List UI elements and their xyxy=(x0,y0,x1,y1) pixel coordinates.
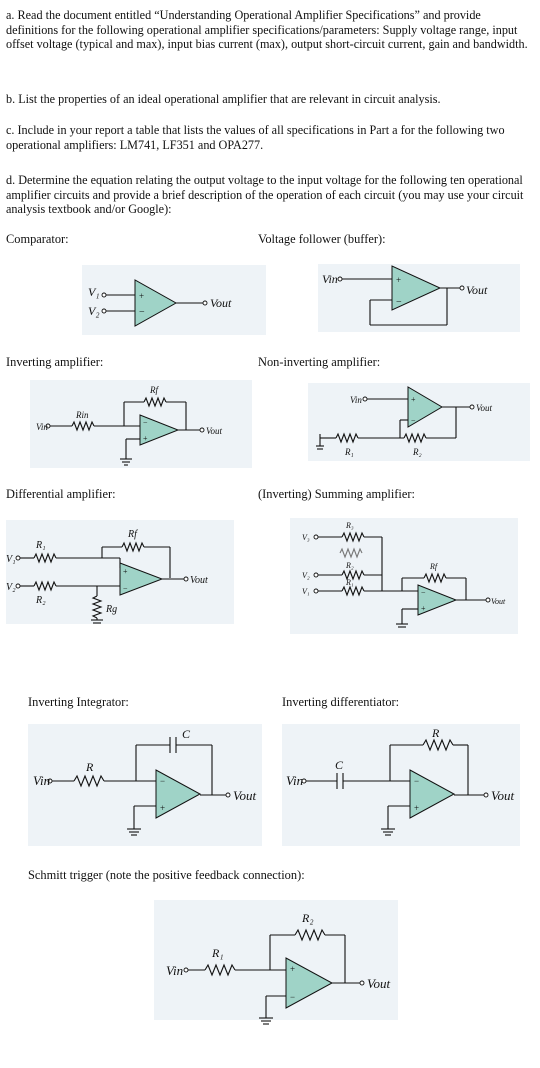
summing-v2-label: V₂ xyxy=(302,571,310,580)
inverting-rf-label: Rf xyxy=(149,385,159,395)
comparator-v1-label: V₁ xyxy=(88,285,100,299)
inverting-vin-label: Vin xyxy=(36,422,48,432)
instruction-c: c. Include in your report a table that l… xyxy=(6,123,505,152)
integrator-title: Inverting Integrator: xyxy=(28,695,129,709)
schmitt-panel xyxy=(154,900,398,1020)
differential-r1-label: R₁ xyxy=(35,540,46,551)
svg-text:+: + xyxy=(139,291,144,301)
summing-r3-label: R₃ xyxy=(345,521,354,530)
differential-vout-label: Vout xyxy=(190,575,208,586)
inverting-vout-label: Vout xyxy=(206,426,223,436)
summing-r1-label: R₁ xyxy=(345,578,354,587)
svg-text:−: − xyxy=(143,418,148,427)
noninverting-vin-label: Vin xyxy=(350,395,362,405)
schmitt-r2-label: R₂ xyxy=(301,911,314,925)
comparator-panel xyxy=(82,265,266,335)
differentiator-panel xyxy=(282,724,520,846)
comparator-title: Comparator: xyxy=(6,232,69,246)
summing-r2-label: R₂ xyxy=(345,561,354,570)
inverting-title: Inverting amplifier: xyxy=(6,355,104,369)
differential-v2-label: V₂ xyxy=(6,582,16,593)
summing-vout-label: Vout xyxy=(491,597,506,606)
differentiator-vin-label: Vin xyxy=(286,773,303,788)
differential-v1-label: V₁ xyxy=(6,554,16,565)
svg-text:−: − xyxy=(414,776,419,786)
follower-title: Voltage follower (buffer): xyxy=(258,232,386,246)
differential-rg-label: Rg xyxy=(105,604,117,615)
svg-text:−: − xyxy=(139,307,145,318)
differential-r2-label: R₂ xyxy=(35,595,46,606)
summing-v1-label: V₁ xyxy=(302,587,310,596)
differentiator-r-label: R xyxy=(431,726,440,740)
svg-text:−: − xyxy=(290,992,295,1002)
summing-v3-label: V₃ xyxy=(302,533,310,542)
svg-text:−: − xyxy=(123,584,128,593)
differential-rf-label: Rf xyxy=(127,529,138,540)
summing-rf-label: Rf xyxy=(429,562,439,571)
svg-text:+: + xyxy=(396,275,401,285)
svg-text:+: + xyxy=(123,567,128,576)
comparator-vout-label: Vout xyxy=(210,296,232,310)
schmitt-r1-label: R₁ xyxy=(211,946,224,960)
comparator-v2-label: V₂ xyxy=(88,304,100,318)
differentiator-title: Inverting differentiator: xyxy=(282,695,400,709)
svg-text:−: − xyxy=(421,588,426,597)
schmitt-vout-label: Vout xyxy=(367,976,391,991)
svg-text:−: − xyxy=(160,776,165,786)
svg-text:+: + xyxy=(411,395,416,404)
svg-text:−: − xyxy=(396,297,402,308)
instruction-d: d. Determine the equation relating the o… xyxy=(6,173,524,217)
svg-text:+: + xyxy=(290,964,295,974)
svg-text:−: − xyxy=(411,416,416,425)
integrator-c-label: C xyxy=(182,727,191,741)
differential-title: Differential amplifier: xyxy=(6,487,116,501)
integrator-vin-label: Vin xyxy=(33,773,50,788)
differentiator-vout-label: Vout xyxy=(491,788,515,803)
inverting-rin-label: Rin xyxy=(75,410,89,420)
follower-vout-label: Vout xyxy=(466,283,488,297)
instruction-a: a. Read the document entitled “Understan… xyxy=(6,8,528,52)
schmitt-vin-label: Vin xyxy=(166,963,183,978)
integrator-vout-label: Vout xyxy=(233,788,257,803)
summing-title: (Inverting) Summing amplifier: xyxy=(258,487,415,501)
noninverting-vout-label: Vout xyxy=(476,403,493,413)
svg-text:+: + xyxy=(421,604,426,613)
differentiator-c-label: C xyxy=(335,758,344,772)
follower-vin-label: Vin xyxy=(322,272,338,286)
noninverting-title: Non-inverting amplifier: xyxy=(258,355,381,369)
instruction-b: b. List the properties of an ideal opera… xyxy=(6,92,441,106)
svg-text:+: + xyxy=(160,803,165,813)
noninverting-r1-label: R₁ xyxy=(344,447,354,457)
integrator-panel xyxy=(28,724,262,846)
integrator-r-label: R xyxy=(85,760,94,774)
svg-text:+: + xyxy=(143,434,148,443)
svg-text:+: + xyxy=(414,803,419,813)
noninverting-r2-label: R₂ xyxy=(412,447,422,457)
schmitt-title: Schmitt trigger (note the positive feedb… xyxy=(28,868,305,882)
